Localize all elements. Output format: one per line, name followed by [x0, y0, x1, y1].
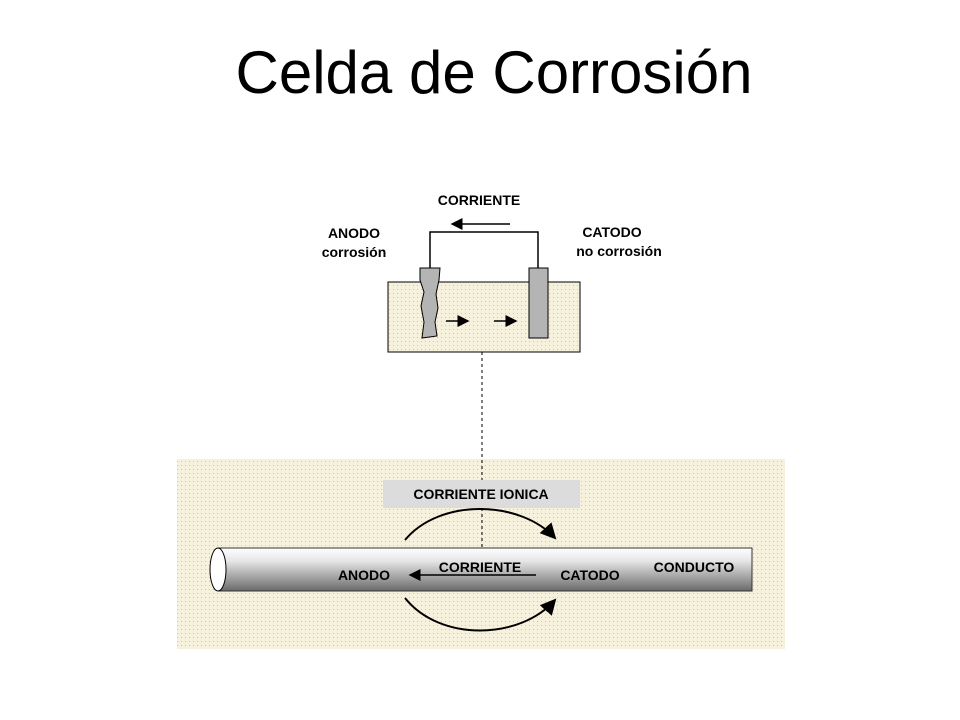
ionic-arrow-top [404, 508, 557, 541]
buried-pipe-diagram: CORRIENTE IONICA CORRIENTE ANODO CATODO … [177, 352, 785, 649]
external-wire [429, 231, 539, 268]
anode-electrode [419, 267, 441, 339]
ionic-arrow-bottom [404, 597, 557, 632]
pipe-end [209, 547, 227, 592]
pipe-conduit-label: CONDUCTO [654, 559, 735, 575]
page-title: Celda de Corrosión [235, 39, 753, 106]
cell-cathode-label: CATODO [582, 224, 641, 240]
cell-current-label: CORRIENTE [438, 192, 520, 208]
cell-anode-sub: corrosión [322, 244, 387, 260]
ionic-current-label-box [383, 480, 580, 508]
pipe-cathode-label: CATODO [560, 567, 619, 583]
cell-anode-label: ANODO [328, 225, 380, 241]
electrochemical-cell: CORRIENTE ANODO corrosión CATODO no corr… [322, 192, 662, 353]
pipe-body [217, 547, 753, 592]
pipe-current-label: CORRIENTE [439, 559, 521, 575]
cell-cathode-sub: no corrosión [576, 243, 662, 259]
electrolyte-container [387, 281, 581, 353]
ionic-current-label: CORRIENTE IONICA [413, 486, 548, 502]
pipe-anode-label: ANODO [338, 567, 390, 583]
cathode-electrode [528, 267, 549, 339]
